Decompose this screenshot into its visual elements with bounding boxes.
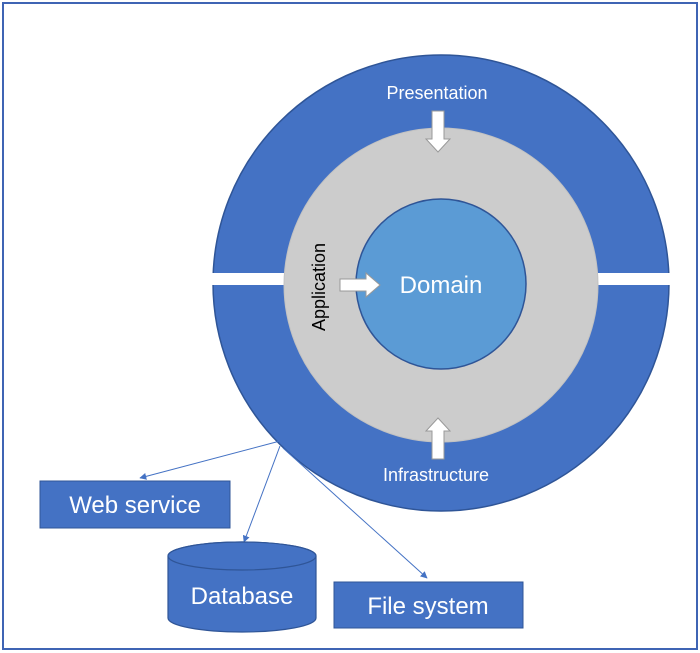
ring-divider-right [592, 273, 672, 285]
application-label: Application [309, 243, 329, 331]
presentation-arrow-down [424, 110, 452, 153]
ring-divider-left [210, 273, 290, 285]
database-label: Database [191, 583, 294, 610]
file-system-label: File system [367, 593, 488, 620]
infrastructure-arrow-up [424, 417, 452, 460]
web-service-label: Web service [69, 492, 201, 519]
infrastructure-label: Infrastructure [383, 465, 489, 485]
domain-label: Domain [400, 272, 483, 299]
file-system-box [333, 581, 524, 629]
application-arrow-right [339, 271, 381, 299]
web-service-box [39, 480, 231, 529]
connector-to-database [242, 445, 281, 543]
connector-to-web-service [139, 440, 281, 480]
presentation-label: Presentation [386, 83, 487, 103]
connector-to-file-system [282, 447, 428, 579]
database-cylinder [167, 541, 317, 633]
database-top [167, 541, 317, 571]
